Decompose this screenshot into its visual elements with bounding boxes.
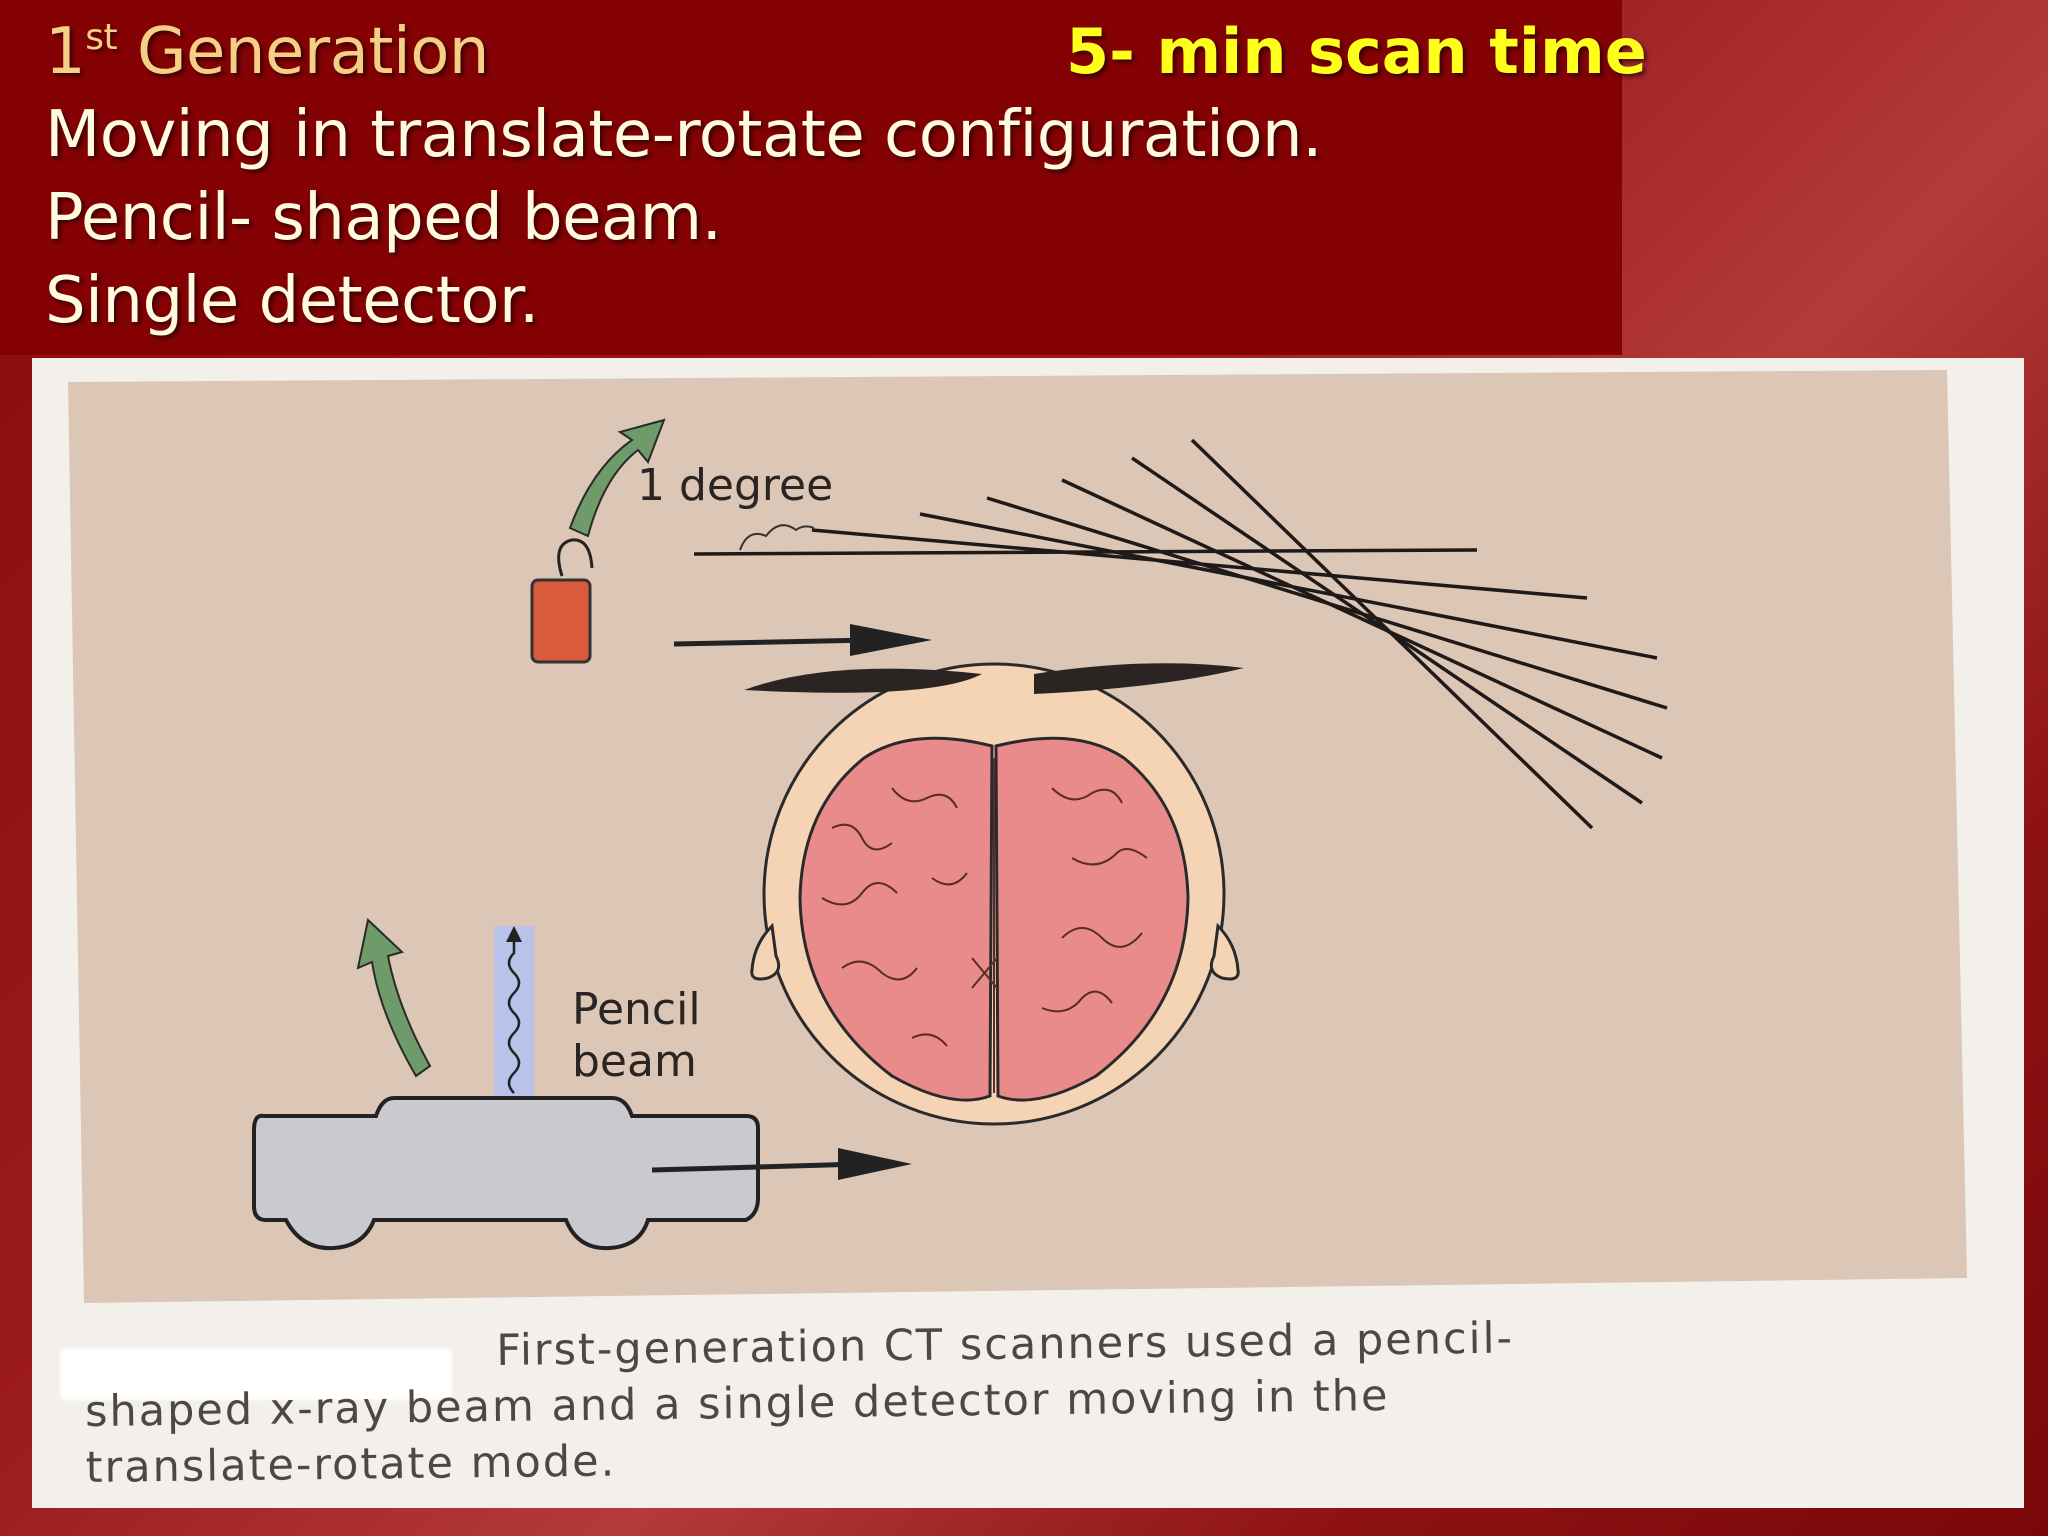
xray-tube-icon	[252, 1096, 760, 1251]
bullet-line-2: Pencil- shaped beam.	[45, 181, 722, 255]
rotation-label: 1 degree	[637, 460, 833, 511]
brain-folds	[821, 758, 1148, 1093]
redacted-figure-number	[60, 1348, 452, 1400]
beam-label-line2: beam	[572, 1036, 697, 1087]
scan-time-label: 5- min scan time	[1066, 15, 1647, 88]
figure-frame: 1 degree	[32, 358, 2024, 1508]
tube-translate-line	[651, 1161, 863, 1173]
beam-arrow-icon	[506, 926, 522, 942]
title-text: Generation	[117, 15, 490, 89]
left-ear-icon	[750, 922, 781, 981]
title-number: 1	[45, 15, 86, 89]
left-hair-shape	[744, 668, 982, 693]
bullet-line-3: Single detector.	[45, 264, 539, 338]
detector-cable	[557, 538, 594, 577]
rotation-arrow-bottom-icon	[356, 918, 432, 1078]
xray-wave-icon	[507, 939, 521, 1094]
right-ear-icon	[1209, 922, 1240, 981]
ct-scanner-illustration: 1 degree	[68, 370, 1967, 1303]
detector-icon	[530, 578, 592, 664]
header-panel	[0, 0, 1622, 355]
title-superscript: st	[85, 17, 118, 58]
detector-translate-line	[673, 637, 873, 647]
figure-caption: First-generation CT scanners used a penc…	[84, 1306, 1916, 1496]
tube-arrow-icon	[838, 1148, 912, 1180]
detector-arrow-icon	[850, 624, 932, 656]
beam-label-line1: Pencil	[572, 984, 701, 1035]
scan-lines	[693, 438, 1668, 830]
bullet-line-1: Moving in translate-rotate configuration…	[45, 98, 1322, 172]
right-hair-shape	[1034, 663, 1244, 694]
angle-mark	[739, 524, 815, 551]
rotation-arrow-top-icon	[568, 418, 666, 538]
slide-title: 1st Generation	[45, 12, 489, 92]
brain-left-hemisphere	[798, 736, 994, 1102]
